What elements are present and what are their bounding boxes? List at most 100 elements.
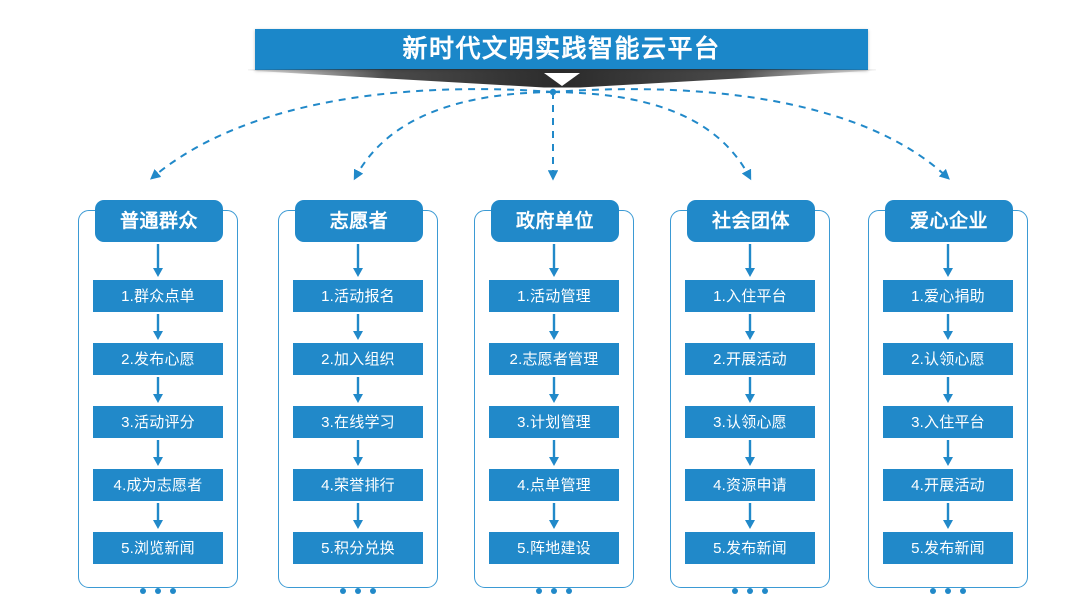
down-arrow-icon bbox=[868, 501, 1028, 532]
more-items-ellipsis bbox=[278, 574, 438, 608]
role-column-zhengfudanwei: 政府单位 1.活动管理 2.志愿者管理 3.计划管理 4.点单管理 bbox=[474, 200, 636, 594]
step-label: 4.资源申请 bbox=[713, 476, 787, 494]
ellipsis-dot bbox=[945, 588, 951, 594]
down-arrow-icon bbox=[670, 242, 830, 280]
step-box[interactable]: 1.活动管理 bbox=[489, 280, 619, 312]
ellipsis-dot bbox=[732, 588, 738, 594]
platform-title-bar: 新时代文明实践智能云平台 bbox=[255, 29, 868, 70]
down-arrow-icon bbox=[868, 375, 1028, 406]
column-header-2[interactable]: 志愿者 bbox=[295, 200, 423, 242]
ellipsis-dot bbox=[140, 588, 146, 594]
step-label: 3.计划管理 bbox=[517, 413, 591, 431]
ellipsis-dot bbox=[536, 588, 542, 594]
step-label: 1.群众点单 bbox=[121, 287, 195, 305]
ellipsis-dot bbox=[762, 588, 768, 594]
step-label: 5.发布新闻 bbox=[911, 539, 985, 557]
column-header-label: 普通群众 bbox=[119, 210, 198, 232]
step-box[interactable]: 5.阵地建设 bbox=[489, 532, 619, 564]
step-label: 2.加入组织 bbox=[321, 350, 395, 368]
down-arrow-icon bbox=[78, 501, 238, 532]
ellipsis-dot bbox=[960, 588, 966, 594]
step-label: 5.发布新闻 bbox=[713, 539, 787, 557]
down-arrow-icon bbox=[78, 438, 238, 469]
down-arrow-icon bbox=[474, 438, 634, 469]
step-box[interactable]: 2.加入组织 bbox=[293, 343, 423, 375]
step-label: 2.发布心愿 bbox=[121, 350, 195, 368]
step-box[interactable]: 4.开展活动 bbox=[883, 469, 1013, 501]
step-box[interactable]: 4.成为志愿者 bbox=[93, 469, 223, 501]
step-box[interactable]: 4.荣誉排行 bbox=[293, 469, 423, 501]
step-box[interactable]: 3.入住平台 bbox=[883, 406, 1013, 438]
down-arrow-icon bbox=[670, 438, 830, 469]
step-list-2: 1.活动报名 2.加入组织 3.在线学习 4.荣誉排行 5.积分兑换 bbox=[278, 242, 438, 608]
step-box[interactable]: 1.爱心捐助 bbox=[883, 280, 1013, 312]
column-header-label: 社会团体 bbox=[711, 210, 790, 232]
down-arrow-icon bbox=[278, 438, 438, 469]
down-arrow-icon bbox=[868, 312, 1028, 343]
down-arrow-icon bbox=[868, 438, 1028, 469]
step-box[interactable]: 5.积分兑换 bbox=[293, 532, 423, 564]
step-box[interactable]: 1.活动报名 bbox=[293, 280, 423, 312]
step-box[interactable]: 2.志愿者管理 bbox=[489, 343, 619, 375]
role-column-aixinqiye: 爱心企业 1.爱心捐助 2.认领心愿 3.入住平台 4.开展活动 bbox=[868, 200, 1030, 594]
more-items-ellipsis bbox=[474, 574, 634, 608]
ellipsis-dot bbox=[155, 588, 161, 594]
column-header-5[interactable]: 爱心企业 bbox=[885, 200, 1013, 242]
step-box[interactable]: 3.在线学习 bbox=[293, 406, 423, 438]
step-label: 5.积分兑换 bbox=[321, 539, 395, 557]
ellipsis-dot bbox=[566, 588, 572, 594]
ellipsis-dot bbox=[747, 588, 753, 594]
step-box[interactable]: 3.计划管理 bbox=[489, 406, 619, 438]
step-label: 1.活动报名 bbox=[321, 287, 395, 305]
step-label: 2.认领心愿 bbox=[911, 350, 985, 368]
down-arrow-icon bbox=[278, 501, 438, 532]
ellipsis-dot bbox=[355, 588, 361, 594]
step-box[interactable]: 5.发布新闻 bbox=[883, 532, 1013, 564]
more-items-ellipsis bbox=[78, 574, 238, 608]
step-list-3: 1.活动管理 2.志愿者管理 3.计划管理 4.点单管理 5.阵地建设 bbox=[474, 242, 634, 608]
step-box[interactable]: 4.资源申请 bbox=[685, 469, 815, 501]
step-list-5: 1.爱心捐助 2.认领心愿 3.入住平台 4.开展活动 5.发布新闻 bbox=[868, 242, 1028, 608]
step-box[interactable]: 5.发布新闻 bbox=[685, 532, 815, 564]
platform-title-banner: 新时代文明实践智能云平台 bbox=[255, 29, 868, 70]
step-box[interactable]: 2.发布心愿 bbox=[93, 343, 223, 375]
ellipsis-dot bbox=[551, 588, 557, 594]
column-header-4[interactable]: 社会团体 bbox=[687, 200, 815, 242]
page-title: 新时代文明实践智能云平台 bbox=[402, 35, 721, 63]
step-box[interactable]: 5.浏览新闻 bbox=[93, 532, 223, 564]
column-header-1[interactable]: 普通群众 bbox=[95, 200, 223, 242]
step-box[interactable]: 2.认领心愿 bbox=[883, 343, 1013, 375]
ellipsis-dot bbox=[370, 588, 376, 594]
step-label: 2.开展活动 bbox=[713, 350, 787, 368]
ellipsis-dot bbox=[340, 588, 346, 594]
step-box[interactable]: 1.群众点单 bbox=[93, 280, 223, 312]
down-arrow-icon bbox=[474, 375, 634, 406]
step-label: 4.成为志愿者 bbox=[113, 476, 203, 494]
down-arrow-icon bbox=[474, 242, 634, 280]
step-box[interactable]: 2.开展活动 bbox=[685, 343, 815, 375]
role-column-zhiyuanzhe: 志愿者 1.活动报名 2.加入组织 3.在线学习 4.荣誉排行 bbox=[278, 200, 440, 594]
step-label: 1.入住平台 bbox=[713, 287, 787, 305]
column-header-3[interactable]: 政府单位 bbox=[491, 200, 619, 242]
step-label: 1.活动管理 bbox=[517, 287, 591, 305]
step-box[interactable]: 3.认领心愿 bbox=[685, 406, 815, 438]
step-label: 1.爱心捐助 bbox=[911, 287, 985, 305]
step-list-1: 1.群众点单 2.发布心愿 3.活动评分 4.成为志愿者 5.浏览新闻 bbox=[78, 242, 238, 608]
step-label: 5.阵地建设 bbox=[517, 539, 591, 557]
down-arrow-icon bbox=[278, 312, 438, 343]
step-list-4: 1.入住平台 2.开展活动 3.认领心愿 4.资源申请 5.发布新闻 bbox=[670, 242, 830, 608]
down-arrow-icon bbox=[474, 312, 634, 343]
step-box[interactable]: 4.点单管理 bbox=[489, 469, 619, 501]
down-arrow-icon bbox=[670, 312, 830, 343]
step-label: 3.入住平台 bbox=[911, 413, 985, 431]
step-label: 4.开展活动 bbox=[911, 476, 985, 494]
column-header-label: 政府单位 bbox=[515, 210, 594, 232]
more-items-ellipsis bbox=[868, 574, 1028, 608]
down-arrow-icon bbox=[78, 375, 238, 406]
step-box[interactable]: 3.活动评分 bbox=[93, 406, 223, 438]
step-label: 4.荣誉排行 bbox=[321, 476, 395, 494]
role-column-putongqunzhong: 普通群众 1.群众点单 2.发布心愿 3.活动评分 4.成为志愿者 bbox=[78, 200, 240, 594]
step-box[interactable]: 1.入住平台 bbox=[685, 280, 815, 312]
